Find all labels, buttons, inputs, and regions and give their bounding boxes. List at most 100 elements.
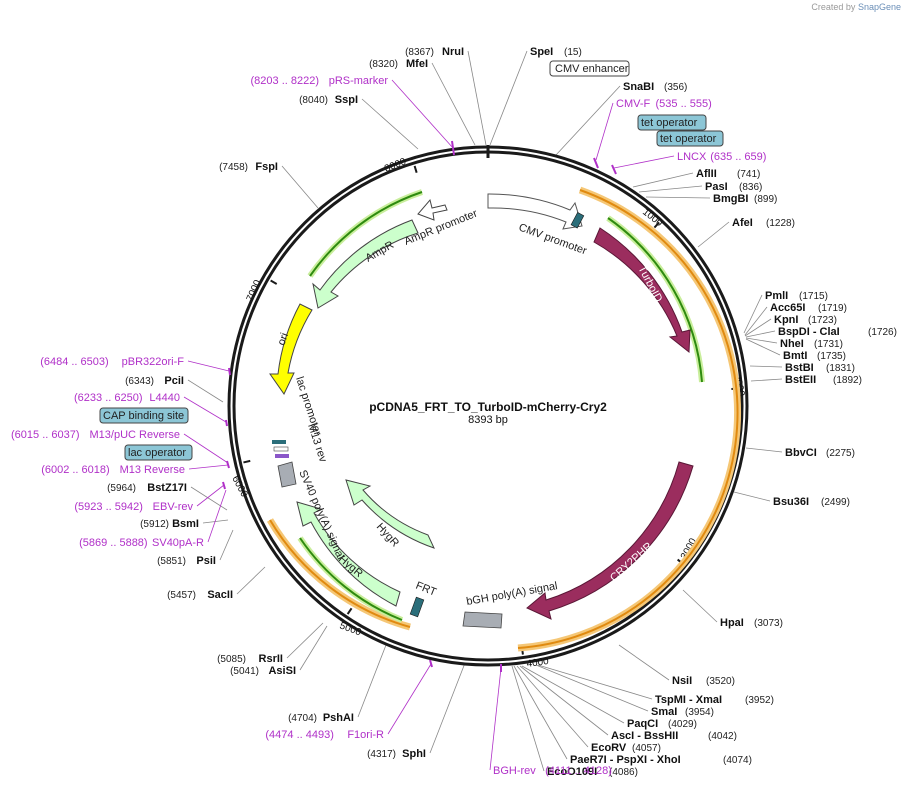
enzyme-leader [745,447,783,453]
plasmid-name: pCDNA5_FRT_TO_TurboID-mCherry-Cry2 [369,400,607,414]
enzyme-leader [429,662,466,754]
enzyme-position: (8040) [299,95,328,106]
primer-position: (535 .. 555) [656,98,712,110]
primer-position: (4111 .. 4128) [545,765,612,777]
cmv-promoter-arrow [487,193,583,230]
enzyme-label: SacII(5457) [167,589,233,601]
enzyme-name: NsiI [672,675,692,687]
enzyme-name: HpaI [720,617,744,629]
turboid-arrow [593,227,691,353]
frt-box [409,596,425,618]
enzyme-name: BsmI [172,518,199,530]
enzyme-name: PsiI [196,555,216,567]
primer-name: LNCX [677,151,707,163]
enzyme-name: SmaI [651,706,677,718]
tick-line [243,459,251,464]
cap-binding-site-label: CAP binding site [103,410,184,422]
enzyme-label: BmgBI(899) [713,193,777,205]
enzyme-position: (899) [754,194,777,205]
enzyme-position: (1723) [808,315,837,326]
primer-leader [196,484,225,507]
enzyme-name: NheI [780,338,804,350]
tick-line [346,607,353,615]
cmv-enhancer-label: CMV enhancer [555,63,629,75]
enzyme-leader [281,165,319,209]
lac-operator-label: lac operator [128,447,186,459]
enzyme-labels: NruI(8367)SpeI(15)MfeI(8320)SnaBI(356)Ss… [107,46,897,778]
primer-position: (6484 .. 6503) [40,356,109,368]
primer-label: LNCX(635 .. 659) [677,151,766,163]
enzyme-leader [744,318,772,337]
enzyme-leader [357,644,387,718]
enzyme-label: NruI(8367) [405,46,464,58]
primer-label: EBV-rev(5923 .. 5942) [74,501,193,513]
enzyme-position: (4704) [288,713,317,724]
enzyme-label: PmlI(1715) [765,290,828,302]
primer-name: BGH-rev [493,765,536,777]
enzyme-position: (1735) [817,351,846,362]
enzyme-position: (2275) [826,448,855,459]
enzyme-leader [743,294,763,334]
enzyme-name: PaqCI [627,718,658,730]
tick-label: 8000 [383,156,408,175]
primer-label: pRS-marker(8203 .. 8222) [251,75,389,87]
enzyme-name: MfeI [406,58,428,70]
enzyme-label: HpaI(3073) [720,617,783,629]
enzyme-label: PaqCI(4029) [627,718,697,730]
primer-label: M13 Reverse(6002 .. 6018) [41,464,185,476]
enzyme-leader [745,338,781,356]
enzyme-leader [516,665,589,748]
enzyme-leader [645,196,711,199]
enzyme-label: AfeI(1228) [732,217,795,229]
enzyme-name: SacII [207,589,233,601]
enzyme-name: BspDI - ClaI [778,326,840,338]
enzyme-label: PsiI(5851) [157,555,216,567]
enzyme-label: Bsu36I(2499) [773,496,850,508]
m13-rev-label: M13 rev [305,422,329,464]
enzyme-label: BmtI(1735) [783,350,846,362]
enzyme-position: (8320) [369,59,398,70]
enzyme-position: (5912) [140,519,169,530]
enzyme-leader [513,665,568,760]
primer-name: M13/pUC Reverse [90,429,180,441]
enzyme-leader [745,337,778,344]
enzyme-leader [511,665,545,772]
enzyme-position: (1726) [868,327,897,338]
enzyme-label: PshAI (4704) [288,712,354,724]
primer-name: EBV-rev [153,501,194,513]
enzyme-label: BstZ17I(5964) [107,482,187,494]
lac-small-box-2 [273,446,289,452]
primer-mark-f1ori [429,659,433,668]
enzyme-label: AsiSI(5041) [230,665,296,677]
enzyme-name: Bsu36I [773,496,809,508]
primer-position: (4474 .. 4493) [265,729,334,741]
enzyme-name: PshAI [323,712,354,724]
enzyme-position: (1719) [818,303,847,314]
enzyme-leader [299,625,328,671]
enzyme-name: SpeI [530,46,553,58]
enzyme-name: AfeI [732,217,753,229]
primer-mark-cmvf [593,157,599,169]
enzyme-name: BstBI [785,362,814,374]
primer-leader [207,489,227,543]
enzyme-leader [537,664,653,700]
primer-label: SV40pA-R(5869 .. 5888) [79,537,204,549]
enzyme-name: SspI [335,94,358,106]
enzyme-label: BstEII(1892) [785,374,862,386]
enzyme-position: (7458) [219,162,248,173]
tick-label: 5000 [338,620,363,638]
enzyme-label: NsiI(3520) [672,675,735,687]
enzyme-name: AscI - BssHII [611,730,678,742]
primer-label: L4440(6233 .. 6250) [74,392,180,404]
enzyme-leader [467,50,487,146]
ori-arrow [269,303,313,395]
cry2phr-arrow [526,461,694,620]
primer-label: pBR322ori-F(6484 .. 6503) [40,356,184,368]
enzyme-name: Acc65I [770,302,805,314]
enzyme-position: (4317) [367,749,396,760]
orf-band-green-left-core [299,537,403,621]
primer-mark-m13 [226,460,230,469]
sv40-terminator [277,461,297,488]
primer-mark-pbr [228,367,231,376]
enzyme-name: NruI [442,46,464,58]
